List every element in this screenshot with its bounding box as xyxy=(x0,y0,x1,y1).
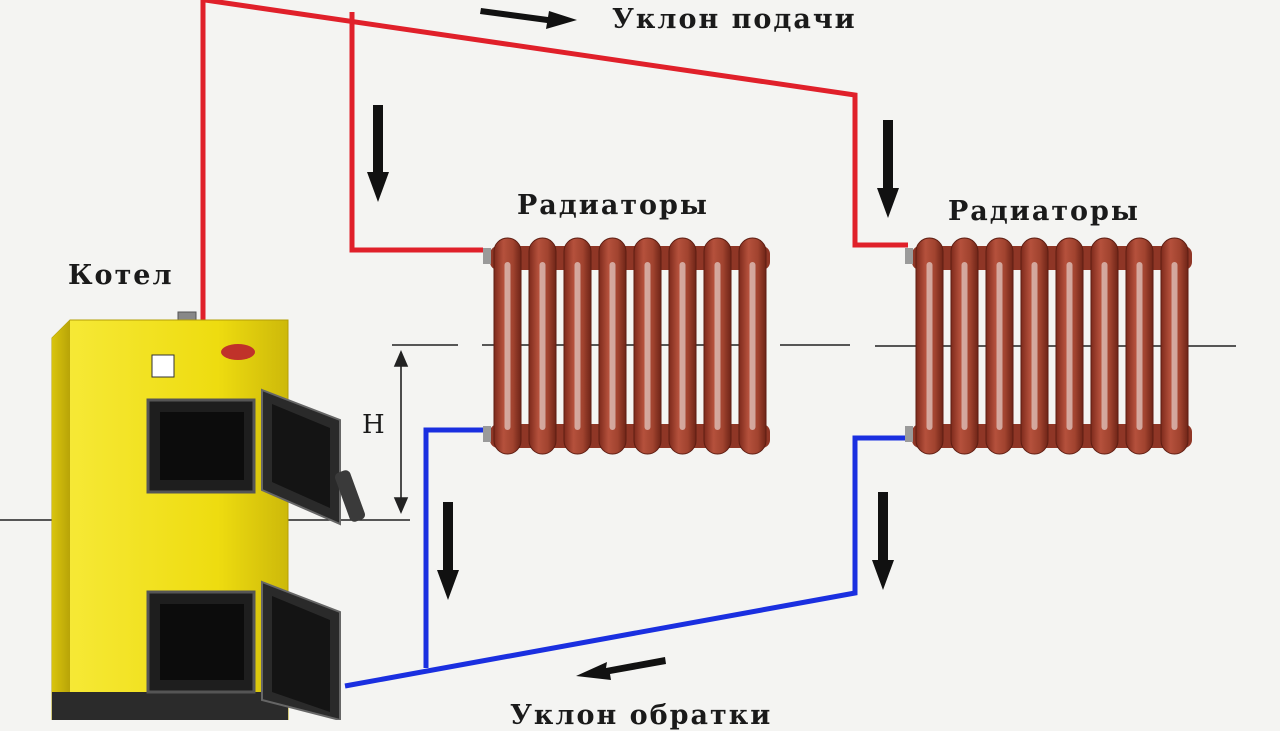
radiator-top-manifold xyxy=(912,246,1192,270)
return-pipes xyxy=(344,427,910,689)
radiator-section-gap xyxy=(749,262,756,430)
radiator-section-gap xyxy=(714,262,721,430)
return-branch-left xyxy=(423,427,490,668)
radiators-left-label: Радиаторы xyxy=(517,190,709,221)
radiator-right xyxy=(905,237,1192,455)
radiator-plug xyxy=(483,426,491,442)
radiator-top-manifold xyxy=(490,246,770,270)
supply-main-pipe xyxy=(200,0,908,320)
boiler-label: Котел xyxy=(68,260,174,291)
arrow-down-icon xyxy=(367,105,389,202)
arrow-down-icon xyxy=(872,492,894,590)
height-label: H xyxy=(362,410,385,440)
arrow-down-icon xyxy=(877,120,899,218)
radiator-plug xyxy=(483,248,491,264)
radiator-section-gap xyxy=(1171,262,1178,430)
radiator-section-gap xyxy=(574,262,581,430)
supply-branch-left xyxy=(349,12,483,253)
radiator-section-gap xyxy=(1101,262,1108,430)
radiator-section-gap xyxy=(644,262,651,430)
radiator-bottom-manifold xyxy=(490,424,770,448)
supply-pipes xyxy=(200,0,908,320)
radiator-left xyxy=(483,237,770,455)
radiator-section-gap xyxy=(961,262,968,430)
arrow-down-icon xyxy=(437,502,459,600)
radiator-section-gap xyxy=(609,262,616,430)
return-main-pipe xyxy=(344,435,910,689)
flow-arrows xyxy=(367,8,899,680)
boiler xyxy=(51,311,366,720)
radiator-section-gap xyxy=(926,262,933,430)
radiators-right-label: Радиаторы xyxy=(948,196,1140,227)
radiator-section-gap xyxy=(679,262,686,430)
radiator-plug xyxy=(905,248,913,264)
radiator-plug xyxy=(905,426,913,442)
return-slope-label: Уклон обратки xyxy=(510,700,773,731)
arrow-left-icon xyxy=(576,657,666,680)
height-dimension xyxy=(393,349,409,515)
radiator-bottom-manifold xyxy=(912,424,1192,448)
radiator-section-gap xyxy=(539,262,546,430)
arrow-right-icon xyxy=(480,8,577,29)
supply-slope-label: Уклон подачи xyxy=(612,4,857,35)
radiator-section-gap xyxy=(996,262,1003,430)
radiator-section-gap xyxy=(1031,262,1038,430)
radiator-section-gap xyxy=(504,262,511,430)
radiator-section-gap xyxy=(1066,262,1073,430)
radiator-section-gap xyxy=(1136,262,1143,430)
